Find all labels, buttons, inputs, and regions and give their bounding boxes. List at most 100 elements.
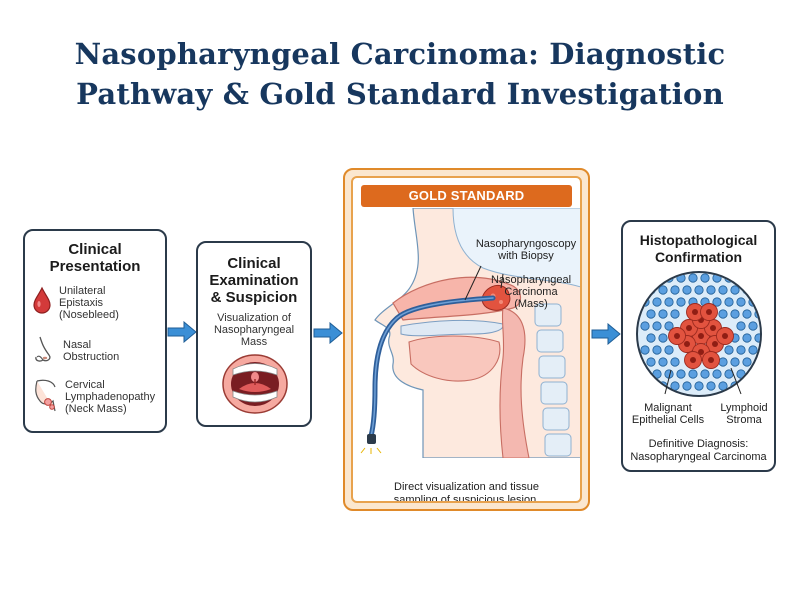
lymphocyte-cell [712,297,722,307]
gold-standard-caption: Direct visualization and tissue sampling… [393,481,540,503]
lymphocyte-cell [754,285,760,295]
lymphocyte-cell [754,381,760,391]
lymphocyte-cell [742,309,752,319]
clinical-examination-subtext: Visualization of Nasopharyngeal Mass [213,312,295,348]
malignant-cells-label: Malignant Epithelial Cells [631,402,705,426]
malignant-cell-nucleus [686,325,692,331]
lymphoid-stroma-cells [640,273,760,391]
malignant-cell-nucleus [674,333,680,339]
arrow-presentation-to-exam [167,321,197,343]
lymphocyte-cell [652,345,662,355]
lymphocyte-cell [646,381,656,391]
lymphocyte-cell [664,297,674,307]
gold-standard-inner-panel: GOLD STANDARD INVESTIGATION [351,176,582,503]
malignant-cell-nucleus [722,333,728,339]
lymphocyte-cell [730,285,740,295]
malignant-cell-nucleus [706,309,712,315]
malignant-cell-cluster [668,303,734,369]
lymphocyte-cell [682,285,692,295]
blood-drop-icon [33,286,51,314]
clinical-examination-card: Clinical Examination & Suspicion Visuali… [196,241,312,427]
neck-mass-icon [35,379,56,412]
lymphocyte-cell [700,273,710,283]
lymphocyte-cell [640,321,650,331]
symptom-epistaxis: Unilateral Epistaxis (Nosebleed) [31,285,119,321]
lymphocyte-cell [748,273,758,283]
lymphocyte-cell [664,345,674,355]
arrow-exam-to-gold [313,322,343,344]
tumor-mass-label: Nasopharyngeal Carcinoma (Mass) [490,274,572,310]
lymphocyte-cell [694,381,704,391]
lymphocyte-cell [742,357,752,367]
lymphocyte-cell [676,369,686,379]
lymphocyte-cell [676,297,686,307]
lymphocyte-cell [718,309,728,319]
malignant-cell-nucleus [684,341,690,347]
lymphocyte-cell [718,285,728,295]
lymphocyte-cell [688,369,698,379]
malignant-cell-nucleus [698,349,704,355]
histopathology-card: Histopathological Confirmation Malignant… [621,220,776,472]
lymphocyte-cell [754,333,760,343]
malignant-cell-nucleus [698,333,704,339]
lymphocyte-cell [706,285,716,295]
lymphocyte-cell [664,321,674,331]
lymphocyte-cell [736,297,746,307]
symptom-neck-mass: Cervical Lymphadenopathy (Neck Mass) [31,379,155,415]
lymphocyte-cell [640,369,650,379]
lymphocyte-cell [736,321,746,331]
lymphocyte-cell [730,309,740,319]
lymphocyte-cell [718,357,728,367]
lymphocyte-cell [658,357,668,367]
lymphocyte-cell [730,357,740,367]
title-line-1: Nasopharyngeal Carcinoma: Diagnostic [74,37,726,71]
lymphocyte-cell [736,273,746,283]
lymphocyte-cell [652,321,662,331]
lymphocyte-cell [670,357,680,367]
definitive-diagnosis-text: Definitive Diagnosis: Nasopharyngeal Car… [630,438,767,463]
arrow-gold-to-histo [591,323,621,345]
malignant-cell-nucleus [692,309,698,315]
lymphocyte-cell [700,369,710,379]
lymphocyte-cell [724,345,734,355]
malignant-cell-nucleus [710,325,716,331]
lymphocyte-cell [640,273,650,283]
clinical-examination-heading: Clinical Examination & Suspicion [209,255,299,306]
page-title: Nasopharyngeal Carcinoma: Diagnostic Pat… [0,34,800,114]
head-sagittal-illustration [360,208,580,458]
lymphocyte-cell [736,345,746,355]
lymphocyte-cell [646,357,656,367]
malignant-cell-nucleus [690,357,696,363]
lymphocyte-cell [646,309,656,319]
lymphocyte-cell [652,273,662,283]
lymphocyte-cell [724,297,734,307]
lymphocyte-cell [658,285,668,295]
lymphocyte-cell [748,321,758,331]
lymphocyte-cell [742,333,752,343]
nose-icon [35,336,51,362]
malignant-cell-nucleus [708,357,714,363]
lymphocyte-cell [670,309,680,319]
lymphocyte-cell [646,333,656,343]
microscopy-slide-illustration [636,271,762,397]
gold-standard-card: GOLD STANDARD INVESTIGATION [343,168,590,511]
gold-standard-banner: GOLD STANDARD INVESTIGATION [361,185,572,225]
open-mouth-icon [222,354,288,414]
lymphocyte-cell [748,369,758,379]
lymphocyte-cell [682,381,692,391]
nasopharyngoscopy-label: Nasopharyngoscopy with Biopsy [475,238,577,262]
lymphocyte-cell [658,309,668,319]
lymphocyte-cell [694,285,704,295]
lymphocyte-cell [748,345,758,355]
lymphocyte-cell [712,369,722,379]
lymphocyte-cell [742,381,752,391]
clinical-presentation-card: Clinical Presentation Unilateral Epistax… [23,229,167,433]
title-line-2: Pathway & Gold Standard Investigation [76,77,724,111]
symptom-nasal-obstruction: Nasal Obstruction [31,335,119,365]
histopathology-heading: Histopathological Confirmation [639,232,758,265]
lymphocyte-cell [706,381,716,391]
lymphocyte-cell [670,285,680,295]
lymphoid-stroma-label: Lymphoid Stroma [720,402,768,426]
lymphocyte-cell [688,273,698,283]
malignant-cell-nucleus [712,341,718,347]
